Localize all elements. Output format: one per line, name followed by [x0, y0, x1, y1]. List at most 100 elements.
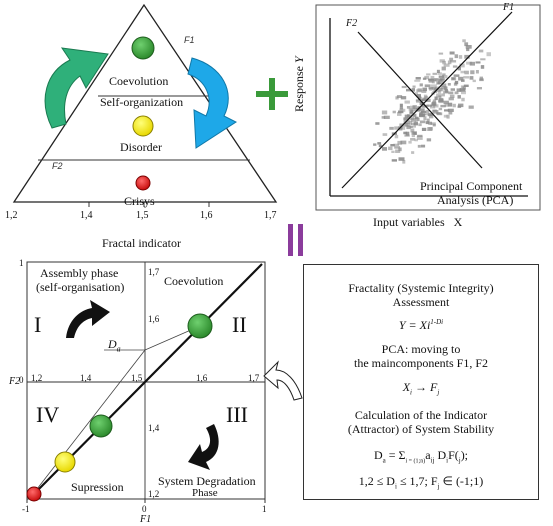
pca-scatter-point — [383, 115, 390, 119]
pca-scatter-point — [441, 83, 447, 87]
pca-scatter-point — [457, 66, 461, 71]
pca-scatter-point — [409, 111, 414, 114]
pca-scatter-point — [432, 87, 437, 91]
pca-scatter-point — [459, 88, 466, 92]
pca-scatter-point — [411, 122, 416, 125]
pca-scatter-point — [391, 159, 397, 162]
pca-scatter-point — [480, 58, 486, 61]
pca-scatter-point — [429, 115, 434, 119]
pca-scatter-point — [432, 99, 437, 103]
triangle-coevolution-label: Coevolution — [109, 74, 169, 88]
pca-scatter-point — [452, 65, 458, 68]
pca-scatter-point — [479, 78, 484, 82]
pca-scatter-point — [389, 126, 394, 130]
quadrant-green-circle-lower — [89, 414, 113, 438]
pca-scatter-point — [453, 74, 460, 77]
pca-scatter-point — [417, 134, 423, 137]
pca-scatter-point — [457, 95, 461, 99]
pca-scatter-point — [450, 88, 455, 91]
pca-scatter-point — [399, 127, 403, 131]
pca-scatter-point — [438, 52, 444, 55]
pca-scatter-point — [428, 121, 432, 125]
triangle-tick-3: 1,5 — [136, 210, 149, 221]
pca-y-axis-label: Response Y — [292, 56, 306, 112]
pca-scatter-point — [466, 61, 472, 65]
da-projection-line — [29, 349, 146, 499]
quadrant-yellow-circle — [54, 451, 76, 473]
degradation-line-1: System Degradation — [158, 474, 256, 488]
pca-scatter-point — [412, 125, 416, 128]
f1-tick-right: 1 — [262, 504, 267, 514]
pca-scatter-point — [400, 125, 406, 130]
pca-scatter-point — [478, 49, 484, 53]
pca-scatter-point — [448, 111, 453, 115]
pca-scatter-point — [393, 143, 400, 146]
pca-scatter-point — [400, 140, 407, 145]
fractal-formula: Y = Xi1-Di — [398, 318, 444, 332]
curved-arrow-up-icon — [66, 300, 110, 338]
pca-scatter-point — [396, 95, 403, 98]
pca-scatter-point — [421, 109, 425, 113]
pca-scatter-point — [409, 125, 413, 128]
pca-scatter-point — [397, 112, 402, 116]
pca-scatter-point — [416, 94, 421, 98]
quadrant-i-label: I — [34, 312, 42, 337]
pca-scatter-point — [392, 110, 396, 114]
curved-arrow-down-icon — [188, 424, 219, 470]
pca-scatter-point — [475, 61, 481, 64]
pca-scatter-point — [400, 96, 407, 100]
pca-scatter-point — [462, 39, 466, 43]
pca-scatter-point — [418, 96, 422, 100]
pca-scatter-point — [402, 160, 406, 164]
pca-f2-label: F2 — [346, 18, 358, 29]
pca-scatter-point — [409, 117, 415, 120]
pca-scatter-point — [437, 90, 442, 94]
pca-scatter-point — [424, 84, 431, 88]
pca-scatter-point — [450, 60, 457, 63]
quadrant-red-circle — [26, 486, 42, 502]
pca-scatter-point — [439, 87, 443, 92]
quadrant-green-circle-upper — [187, 313, 213, 339]
f2-tick-mid: 0 — [19, 375, 24, 385]
pca-scatter-point — [410, 118, 416, 122]
pca-scatter-point — [443, 86, 448, 91]
pca-scatter-point — [395, 96, 399, 100]
pca-scatter-point — [419, 111, 423, 115]
pca-scatter-point — [439, 59, 445, 63]
pca-scatter-point — [412, 85, 416, 88]
pca-scatter-point — [427, 104, 432, 107]
green-cycle-arrow-icon — [44, 47, 109, 129]
pca-scatter-point — [422, 87, 427, 92]
pca-scatter-point — [457, 105, 462, 108]
pca-scatter-point — [428, 87, 434, 90]
pca-scatter-point — [416, 136, 423, 140]
pca-scatter-point — [417, 144, 421, 148]
degradation-line-2: Phase — [192, 487, 218, 499]
assembly-phase-line-1: Assembly phase — [40, 266, 119, 280]
pca-scatter-point — [430, 122, 436, 125]
pca-scatter-point — [378, 144, 382, 148]
pca-scatter-point — [382, 133, 388, 136]
pca-scatter-point — [437, 72, 442, 75]
pca-scatter-point — [454, 91, 459, 95]
pca-scatter-point — [432, 72, 437, 75]
pca-scatter-point — [468, 105, 474, 109]
pca-scatter-point — [438, 107, 443, 111]
pca-scatter-point — [404, 100, 410, 104]
pca-scatter-point — [447, 102, 453, 107]
pca-scatter-point — [443, 90, 449, 94]
pca-scatter-point — [394, 126, 399, 130]
pca-scatter-point — [390, 144, 395, 147]
pca-scatter-point — [434, 88, 440, 91]
pca-scatter-point — [458, 76, 464, 81]
pca-scatter-point — [449, 94, 455, 98]
pca-scatter-point — [460, 85, 465, 88]
pca-scatter-point — [442, 75, 448, 79]
pca-scatter-point — [399, 123, 404, 127]
pca-scatter-point — [442, 73, 446, 76]
assessment-title-line-1: Fractality (Systemic Integrity) — [348, 281, 494, 295]
quadrant-x-tick-2: 1,4 — [80, 373, 92, 383]
pca-scatter-point — [461, 97, 465, 102]
pca-scatter-point — [440, 78, 445, 81]
pca-scatter-point — [431, 81, 435, 84]
